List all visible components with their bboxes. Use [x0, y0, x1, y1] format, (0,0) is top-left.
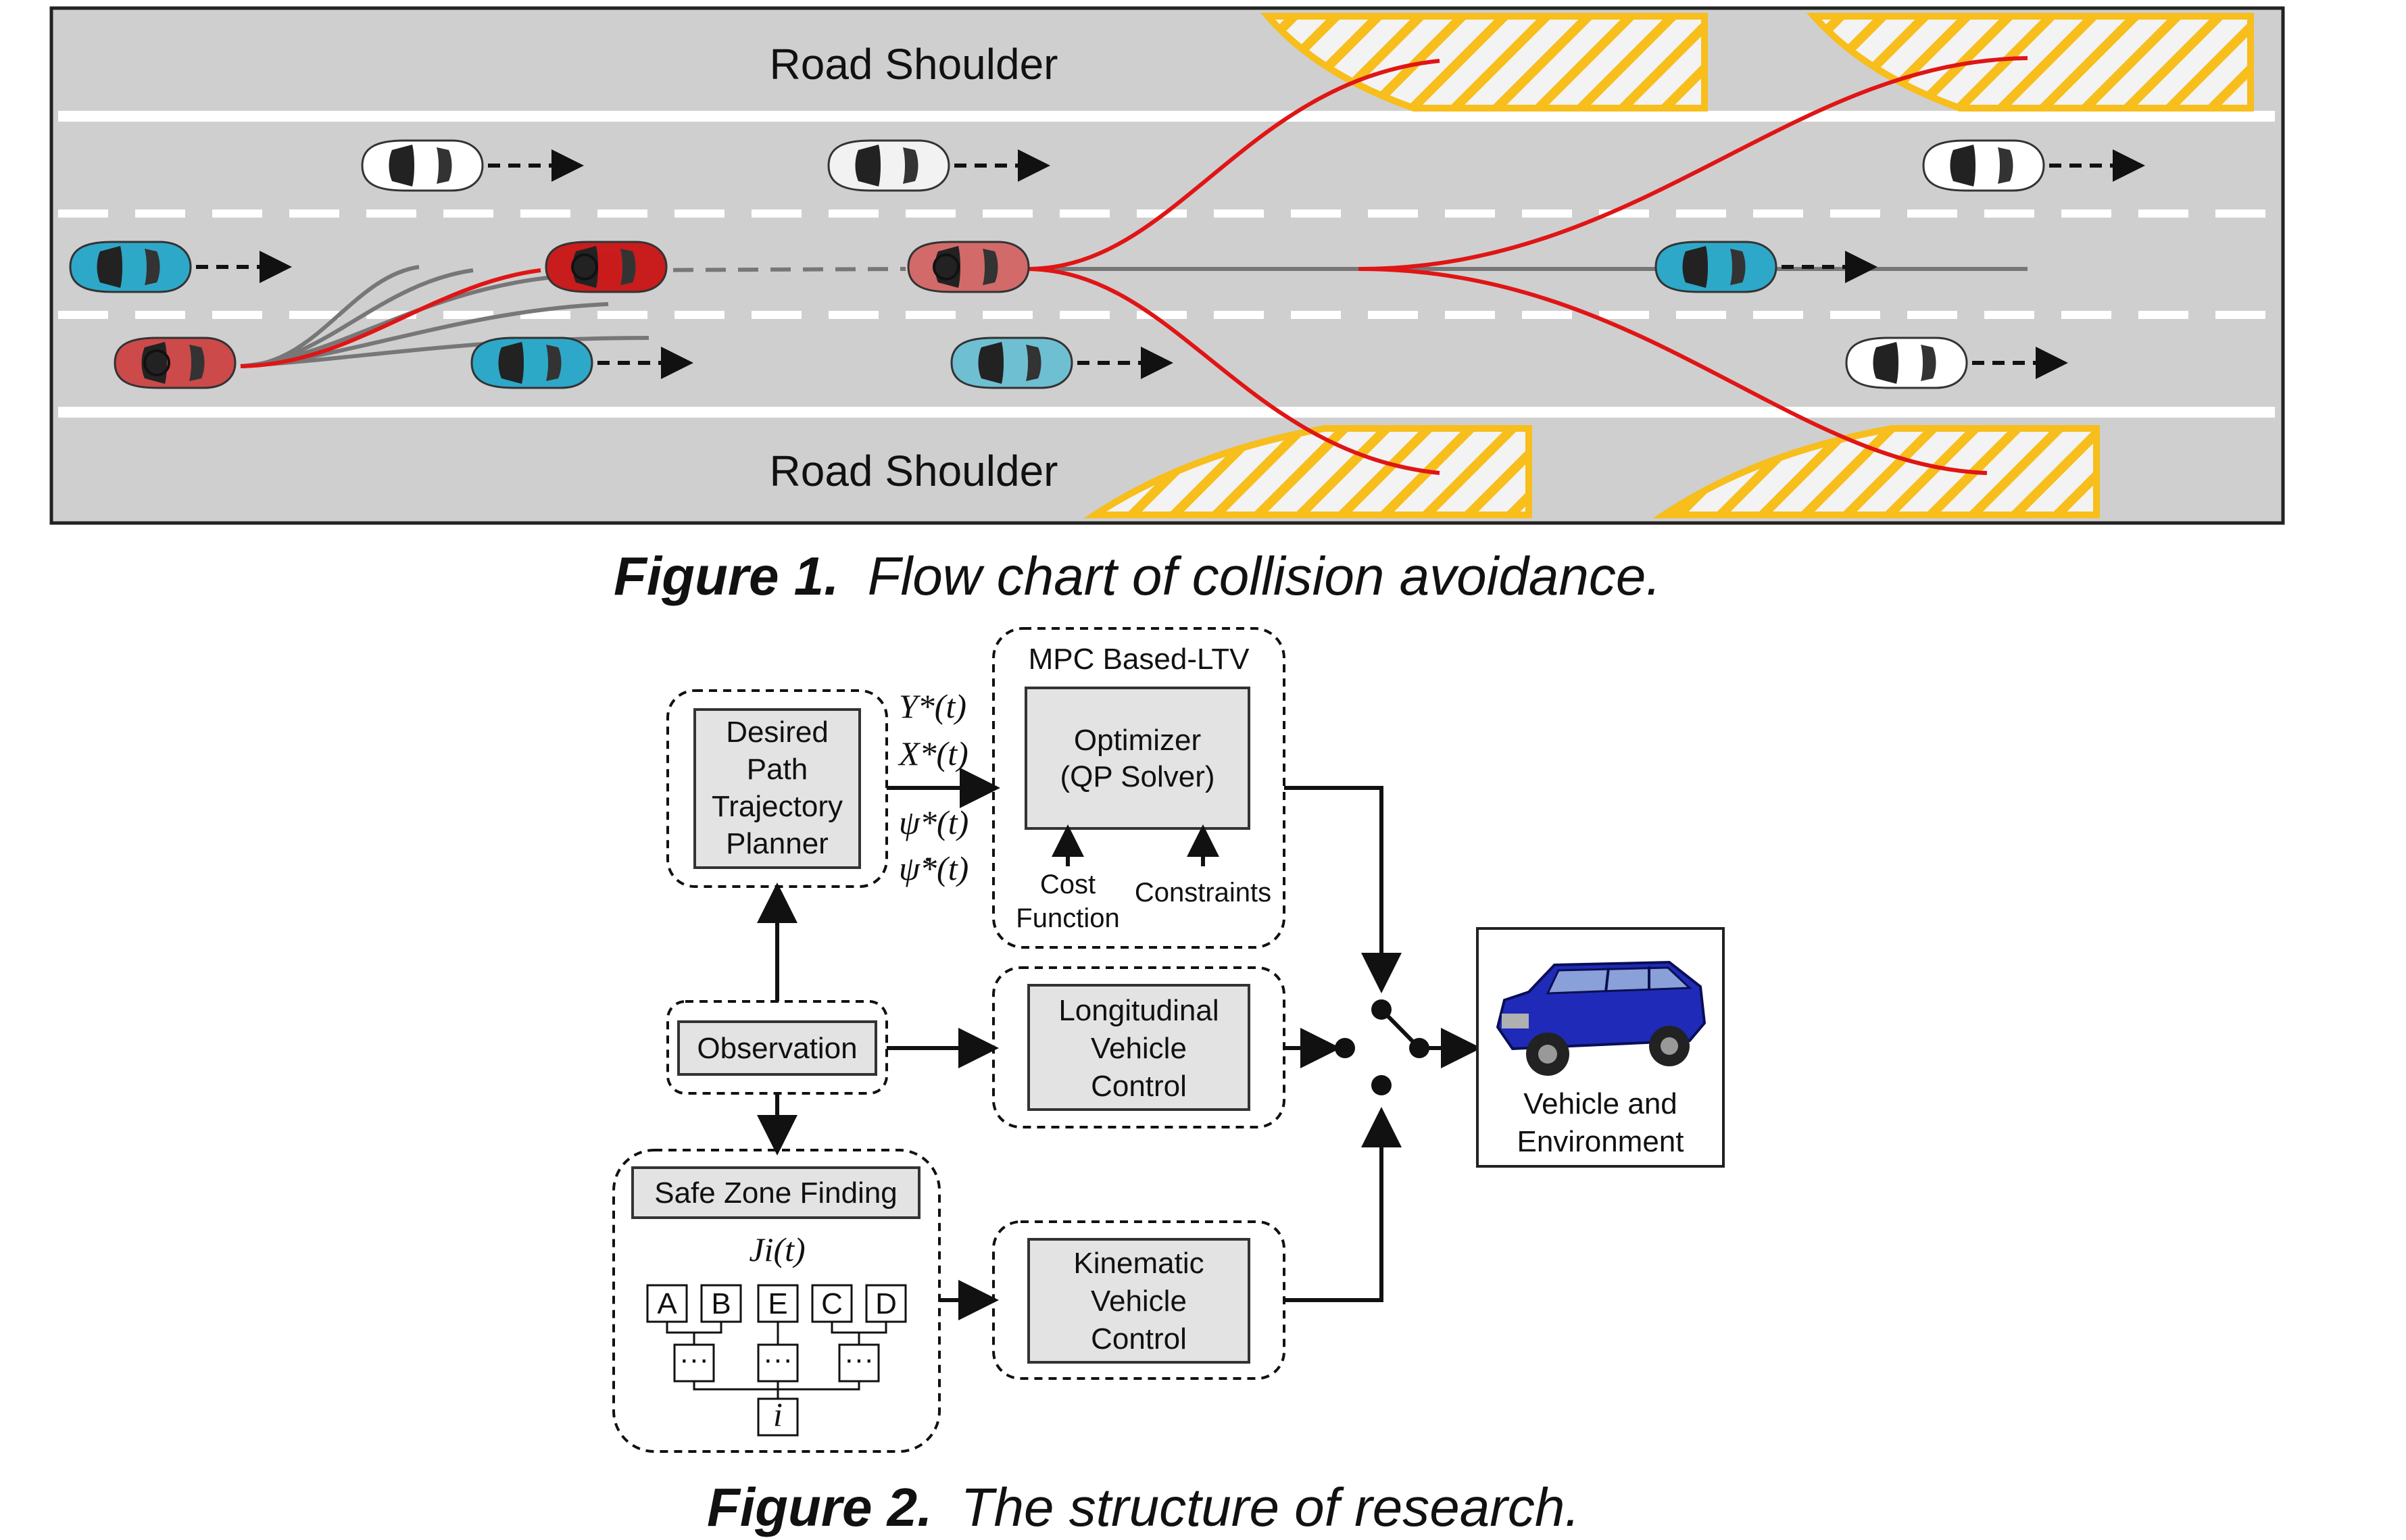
vehicle-environment-line1: Vehicle and — [1523, 1087, 1677, 1120]
road-shoulder-top-label: Road Shoulder — [770, 40, 1058, 89]
planner-box — [693, 708, 861, 869]
car-blue-4 — [1654, 241, 1777, 293]
safezone-title: Safe Zone Finding — [654, 1176, 898, 1210]
selector-switch — [1284, 786, 1481, 1302]
zone-d: D — [875, 1287, 897, 1320]
zone-result: i — [773, 1395, 783, 1433]
car-white-1 — [361, 139, 484, 192]
car-blue-2 — [470, 337, 593, 389]
vehicle-environment-line2: Environment — [1517, 1125, 1684, 1158]
figure2-caption-text: The structure of research. — [961, 1477, 1580, 1537]
signal-x: X*(t) — [898, 735, 968, 772]
observation-label: Observation — [697, 1032, 857, 1065]
safezone-cost: Ji(t) — [749, 1231, 805, 1268]
car-white-3 — [1922, 139, 2045, 192]
signal-y: Y*(t) — [899, 687, 966, 725]
kinematic-label-line3: Control — [1091, 1322, 1187, 1356]
motion-arrows — [196, 149, 2145, 379]
zone-a: A — [657, 1287, 677, 1320]
car-red-ego-3 — [907, 241, 1030, 293]
mpc-title: MPC Based-LTV — [1029, 643, 1250, 676]
car-white-2 — [827, 139, 950, 192]
cost-label-line1: Cost — [1040, 870, 1096, 899]
zone-tree: ··· ··· ··· i — [666, 1322, 887, 1437]
zone-c: C — [821, 1287, 843, 1320]
car-blue-3 — [950, 337, 1073, 389]
road-shoulder-bottom-label: Road Shoulder — [770, 447, 1058, 495]
longitudinal-label-line3: Control — [1091, 1070, 1187, 1103]
longitudinal-box — [1027, 984, 1250, 1111]
planner-label-line1: Desired — [726, 716, 829, 749]
kinematic-label-line1: Kinematic — [1073, 1247, 1204, 1280]
car-blue-1 — [69, 241, 192, 293]
car-red-ego-1 — [114, 337, 237, 389]
longitudinal-label-line2: Vehicle — [1091, 1032, 1187, 1065]
planner-label-line4: Planner — [726, 827, 829, 860]
safe-zone-top-right — [1806, 13, 2254, 111]
zone-ellipsis-2: ··· — [763, 1343, 793, 1376]
road-scene: Road Shoulder Road Shoulder — [49, 6, 2285, 525]
planner-label-line2: Path — [747, 753, 808, 786]
figure1-caption: Figure 1. Flow chart of collision avoida… — [614, 546, 1661, 606]
signal-psidot: ψ̇*(t) — [899, 849, 968, 887]
figure1-caption-prefix: Figure 1. — [614, 546, 839, 606]
optimizer-label-line1: Optimizer — [1074, 724, 1201, 757]
safe-zone-bottom-left — [1083, 425, 1532, 518]
kinematic-label-line2: Vehicle — [1091, 1285, 1187, 1318]
figure1-caption-text: Flow chart of collision avoidance. — [868, 546, 1661, 606]
longitudinal-label-line1: Longitudinal — [1058, 994, 1219, 1027]
zone-ellipsis-1: ··· — [679, 1343, 709, 1376]
constraints-label: Constraints — [1135, 878, 1271, 908]
signal-psi: ψ*(t) — [899, 803, 968, 841]
car-red-ego-2 — [545, 241, 668, 293]
observation-box — [677, 1020, 877, 1076]
optimizer-label-line2: (QP Solver) — [1060, 760, 1214, 793]
zone-ellipsis-3: ··· — [844, 1343, 874, 1376]
mpc-group — [992, 627, 1285, 949]
safe-zone-bottom-right — [1652, 425, 2100, 518]
figure2-caption-prefix: Figure 2. — [707, 1477, 932, 1537]
vehicle-image — [1496, 960, 1707, 1076]
planner-label-line3: Trajectory — [712, 790, 843, 823]
optimizer-box — [1025, 687, 1250, 830]
car-white-4 — [1845, 337, 1968, 389]
figure2-caption: Figure 2. The structure of research. — [707, 1477, 1580, 1537]
block-diagram: Desired Path Trajectory Planner Y*(t) X*… — [612, 627, 1725, 1453]
zone-e: E — [768, 1287, 787, 1320]
zone-b: B — [711, 1287, 731, 1320]
cost-label-line2: Function — [1016, 903, 1119, 933]
safe-zone-top-left — [1260, 13, 1708, 111]
chosen-trajectories — [240, 56, 2028, 475]
kinematic-box — [1027, 1238, 1250, 1364]
safezone-title-box — [631, 1166, 920, 1219]
zone-boxes: A B E C D — [646, 1284, 907, 1323]
